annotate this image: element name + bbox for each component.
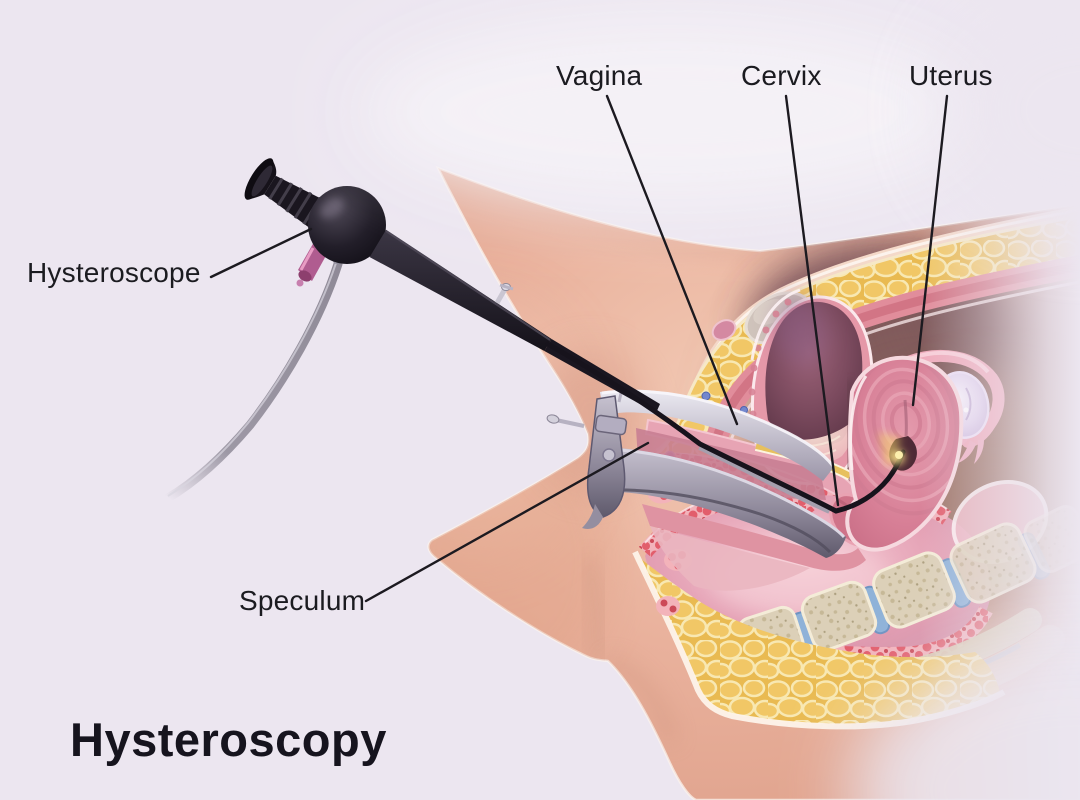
cervix-leader-line bbox=[784, 94, 840, 507]
soft-fades bbox=[360, 0, 1080, 800]
scope-barrel bbox=[369, 229, 552, 351]
hysteroscope-leader-line bbox=[209, 227, 313, 279]
vagina-leader-line bbox=[605, 94, 739, 426]
vagina-label: Vagina bbox=[556, 60, 643, 91]
speculum-leader-line bbox=[364, 441, 650, 603]
speculum-handle bbox=[546, 383, 628, 529]
uterus-label: Uterus bbox=[909, 60, 993, 91]
hysteroscope-instrument bbox=[163, 158, 907, 514]
speculum-label: Speculum bbox=[239, 585, 366, 616]
cervix-label: Cervix bbox=[741, 60, 822, 91]
scope-shaft bbox=[545, 341, 906, 514]
figure-title: Hysteroscopy bbox=[70, 713, 387, 766]
stopcock-valve bbox=[494, 287, 508, 305]
light-cable bbox=[163, 259, 343, 503]
hysteroscope-label: Hysteroscope bbox=[27, 257, 201, 288]
posterior-vaginal-wall bbox=[642, 504, 866, 571]
uterus-leader-line bbox=[911, 94, 949, 407]
leader-lines bbox=[209, 94, 949, 603]
